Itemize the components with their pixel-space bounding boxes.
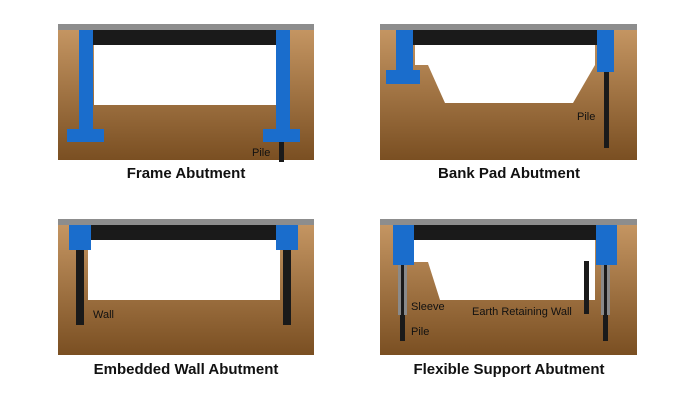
caption-bank-pad-abutment: Bank Pad Abutment — [438, 165, 580, 182]
deck-slab — [410, 225, 606, 240]
right-sleeve-core — [604, 265, 607, 315]
pile-label: Pile — [252, 147, 270, 159]
panel-bank-pad-abutment: Pile — [380, 24, 637, 160]
excavation-opening — [94, 45, 276, 105]
right-cap — [596, 225, 617, 265]
wall-label: Wall — [93, 309, 114, 321]
right-footing — [263, 129, 300, 142]
left-column — [79, 30, 93, 132]
panel-frame-abutment: Pile — [58, 24, 314, 162]
left-wall — [76, 250, 84, 325]
deck-slab — [410, 30, 606, 45]
deck-surface — [58, 24, 314, 30]
earth-retaining-wall — [584, 261, 589, 314]
right-column — [276, 30, 290, 132]
deck-surface — [380, 24, 637, 30]
sleeve-label: Sleeve — [411, 301, 445, 313]
excavation-opening — [415, 45, 595, 103]
left-sleeve-core — [401, 265, 404, 315]
excavation-opening — [88, 240, 280, 300]
deck-surface — [380, 219, 637, 225]
excavation-opening — [413, 240, 595, 300]
deck-slab — [88, 225, 284, 240]
deck-surface — [58, 219, 314, 225]
pile-label: Pile — [411, 326, 429, 338]
pile — [279, 142, 284, 162]
right-wall — [283, 250, 291, 325]
left-seat — [396, 30, 413, 74]
right-column — [597, 30, 614, 72]
left-cap — [69, 225, 91, 250]
caption-flexible-support-abutment: Flexible Support Abutment — [413, 361, 605, 378]
earth-retaining-wall-label: Earth Retaining Wall — [472, 306, 572, 318]
left-footing — [386, 70, 420, 84]
caption-embedded-wall-abutment: Embedded Wall Abutment — [93, 361, 279, 378]
left-cap — [393, 225, 414, 265]
left-footing — [67, 129, 104, 142]
pile — [604, 72, 609, 148]
caption-frame-abutment: Frame Abutment — [126, 165, 246, 182]
panel-flexible-support-abutment: Sleeve Pile Earth Retaining Wall — [380, 219, 637, 355]
right-cap — [276, 225, 298, 250]
left-pile — [400, 315, 405, 341]
right-pile — [603, 315, 608, 341]
pile-label: Pile — [577, 111, 595, 123]
deck-slab — [88, 30, 284, 45]
panel-embedded-wall-abutment: Wall — [58, 219, 314, 355]
